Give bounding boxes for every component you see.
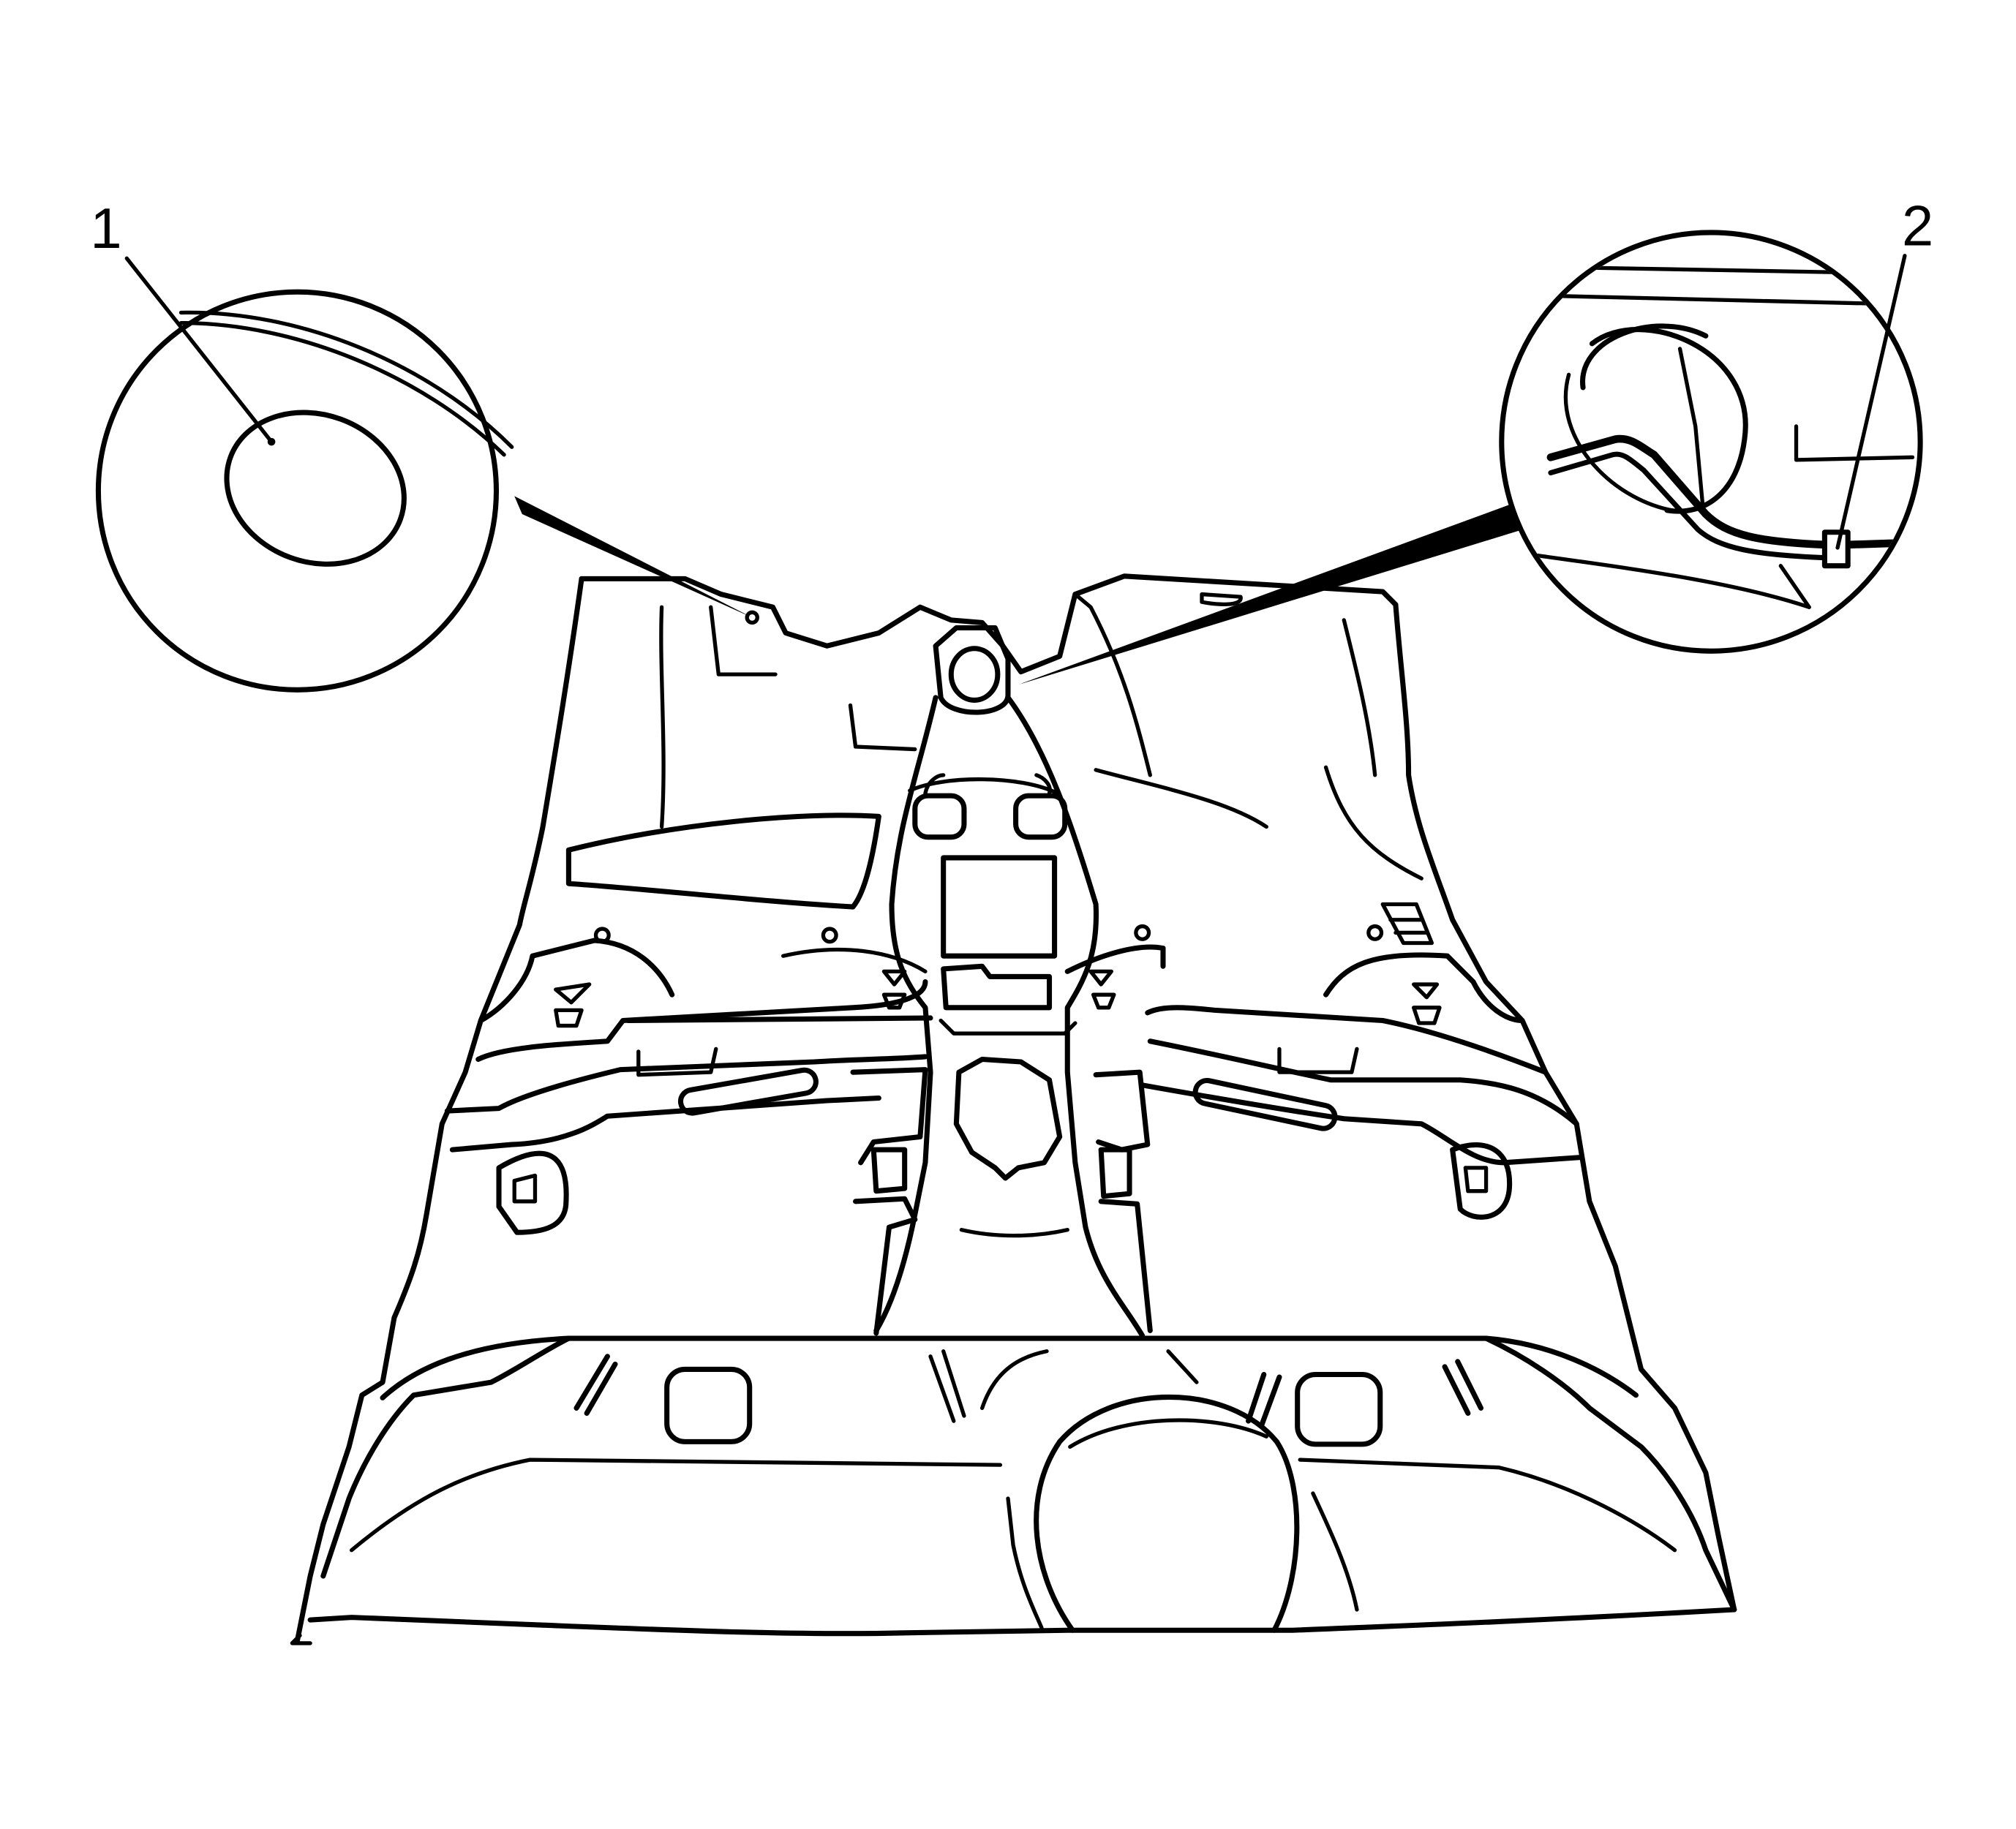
right-rear-bracket: [1450, 1142, 1513, 1220]
floor-panel: [290, 573, 1737, 1645]
shifter-boot: [933, 625, 1011, 715]
tunnel-center-hole: [953, 1056, 1063, 1181]
detail-view-right: [1018, 230, 1923, 685]
tunnel-vent-left: [912, 793, 967, 840]
spare-tire-well: [1034, 1394, 1300, 1633]
left-seat-rail-mid: [444, 1054, 928, 1114]
rear-left-pocket: [664, 1366, 753, 1444]
rear-crease-right: [1298, 1457, 1677, 1553]
left-a-pillar-line: [659, 605, 666, 829]
detail-circle-left: [95, 289, 500, 693]
left-front-crossmember: [478, 938, 675, 1024]
right-seat-rail-rear: [1140, 1082, 1582, 1166]
rear-lower-edge: [307, 1607, 1737, 1637]
right-seat-rail-front: [1145, 1005, 1549, 1075]
leader-line-2: [1835, 254, 1907, 550]
right-front-crossmember: [1323, 952, 1525, 1024]
callout-label-1: 1: [90, 197, 121, 260]
leader-line-1: [124, 256, 274, 444]
left-rear-bracket: [496, 1150, 569, 1235]
front-upper-edge: [579, 573, 1399, 675]
floor-plug-1: [224, 410, 407, 567]
callout-label-2: 2: [1902, 195, 1933, 258]
magnifier-pointer-right: [1018, 503, 1523, 685]
left-footwell-pad: [565, 812, 881, 910]
rear-left-edge: [320, 1335, 571, 1579]
left-seat-rail-rear: [449, 1095, 881, 1153]
magnifier-pointer-left: [514, 496, 753, 618]
detail-view-left: [95, 256, 753, 693]
tunnel-console-opening: [941, 855, 1058, 959]
right-seat-rail-mid: [1147, 1038, 1579, 1127]
rear-crease-left: [349, 1457, 1003, 1553]
plug-hole-1: [745, 610, 759, 625]
left-floor-slot: [677, 1067, 819, 1116]
right-sill: [1393, 602, 1737, 1613]
detail-left-edge-line-inner: [178, 320, 506, 457]
detail-circle-right: [1499, 230, 1923, 654]
tunnel-bracket: [941, 963, 1053, 1011]
tunnel-vent-right: [1013, 793, 1068, 840]
detail-left-edge-line: [178, 310, 514, 449]
left-sill: [294, 576, 584, 1643]
left-seat-rail-front: [475, 978, 928, 1063]
rear-right-pocket: [1295, 1371, 1383, 1447]
